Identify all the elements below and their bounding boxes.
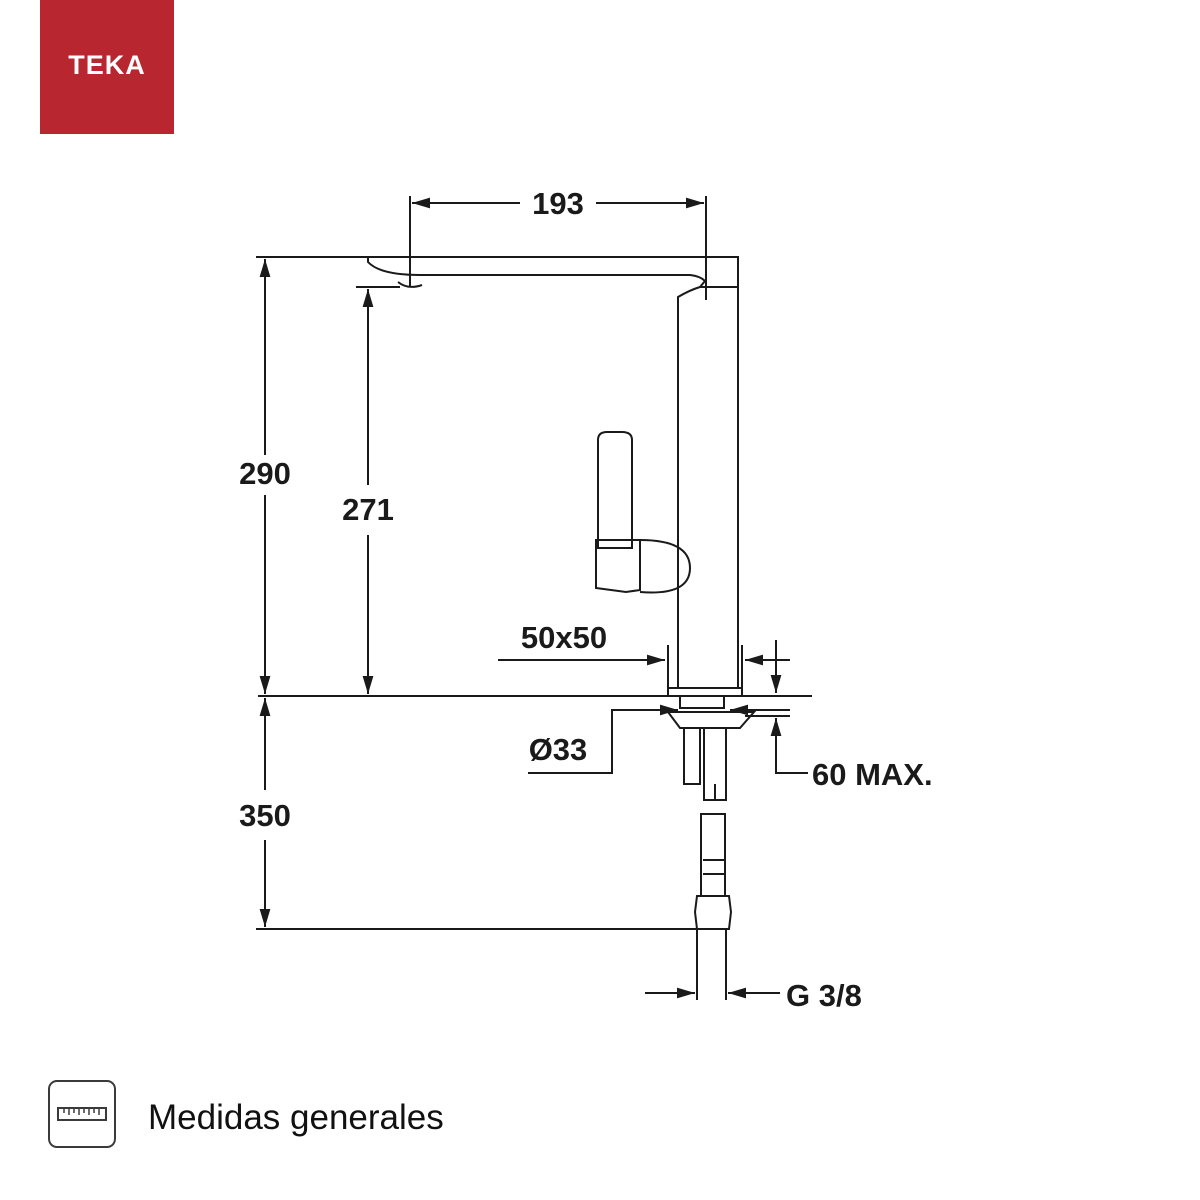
mounting-assembly (666, 695, 757, 1000)
footer-title: Medidas generales (148, 1098, 444, 1137)
dim-thread: G 3/8 (786, 978, 862, 1013)
dim-total-height: 290 (239, 456, 291, 491)
dim-base-size: 50x50 (521, 620, 607, 655)
dim-hose-length: 350 (239, 798, 291, 833)
dim-spout-reach: 193 (532, 186, 584, 221)
dim-hole-diameter: Ø33 (529, 732, 588, 767)
dim-counter-max: 60 MAX. (812, 757, 933, 792)
brand-logo: TEKA (40, 0, 174, 134)
faucet-dimension-drawing: 193 290 271 50x50 Ø33 60 MAX. 350 G 3/8 (239, 186, 933, 1013)
brand-logo-text: TEKA (68, 50, 146, 80)
dim-spout-height: 271 (342, 492, 394, 527)
ruler-icon (48, 1080, 116, 1148)
